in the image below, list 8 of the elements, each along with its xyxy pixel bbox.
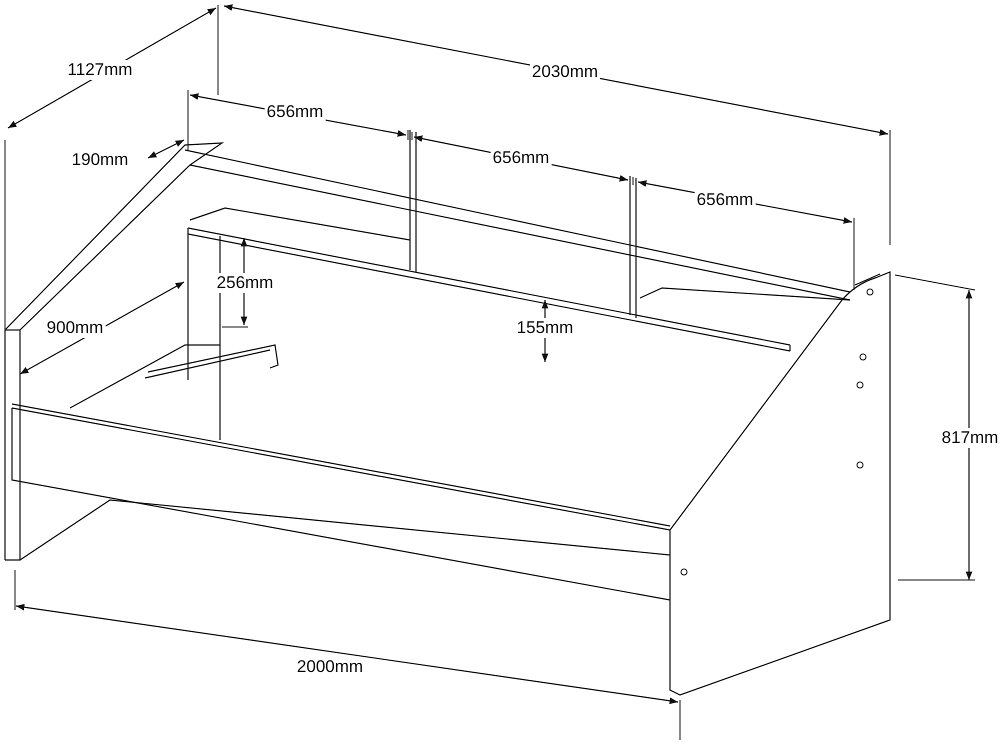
dimension-label: 155mm: [514, 318, 576, 338]
dimension-label: 2030mm: [530, 62, 600, 82]
dimension-label: 256mm: [214, 273, 276, 293]
dimension-label: 900mm: [44, 318, 106, 338]
dimension-label: 817mm: [940, 428, 1000, 448]
dimension-label: 656mm: [264, 102, 326, 122]
dimension-label: 1127mm: [66, 60, 134, 80]
dimension-label: 656mm: [490, 148, 552, 168]
